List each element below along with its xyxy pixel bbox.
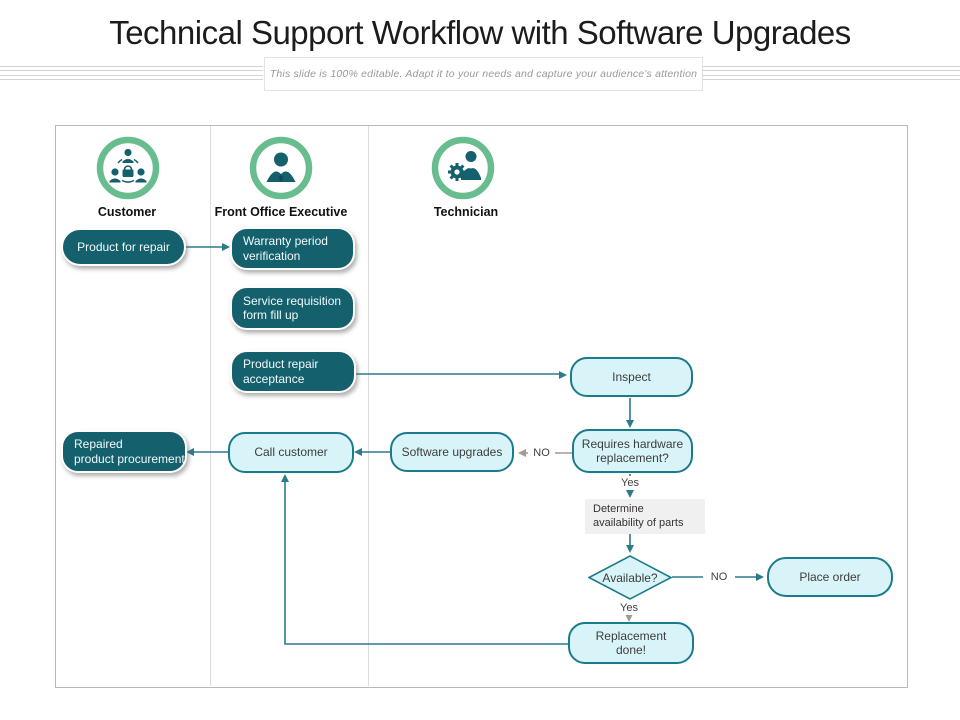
node-warranty-verification: Warranty period verification: [230, 227, 355, 270]
node-software-upgrades: Software upgrades: [390, 432, 514, 472]
technician-gear-icon: [431, 136, 495, 200]
subtitle-box: This slide is 100% editable. Adapt it to…: [264, 57, 703, 91]
edge-label-no-place-order: NO: [703, 570, 735, 584]
page-title: Technical Support Workflow with Software…: [109, 14, 851, 51]
node-service-requisition: Service requisition form fill up: [230, 286, 355, 330]
subtitle-text: This slide is 100% editable. Adapt it to…: [269, 68, 698, 80]
executive-person-icon: [249, 136, 313, 200]
node-call-customer: Call customer: [228, 432, 354, 473]
lane-label-front-office: Front Office Executive: [214, 205, 348, 219]
node-replacement-done: Replacement done!: [568, 622, 694, 664]
decision-diamond-shape: [588, 555, 672, 600]
edge-label-yes-determine: Yes: [614, 476, 646, 490]
lane-label-technician: Technician: [433, 205, 499, 219]
node-place-order: Place order: [767, 557, 893, 597]
node-available-decision: Available?: [588, 555, 672, 600]
edge-label-no-software: NO: [528, 446, 555, 460]
node-inspect: Inspect: [570, 357, 693, 397]
lane-divider-2: [368, 126, 369, 686]
decorative-lines-right: [702, 66, 960, 80]
customer-group-icon: [96, 136, 160, 200]
node-product-repair-acceptance: Product repair acceptance: [230, 350, 356, 393]
node-repaired-product-procurement: Repaired product procurement: [61, 430, 187, 473]
lane-divider-1: [210, 126, 211, 686]
node-product-for-repair: Product for repair: [61, 228, 186, 266]
node-determine-availability: Determine availability of parts: [585, 499, 705, 534]
edge-label-yes-replacement: Yes: [613, 601, 645, 615]
lane-label-customer: Customer: [97, 205, 157, 219]
decorative-lines-left: [0, 66, 263, 80]
node-requires-hardware: Requires hardware replacement?: [572, 429, 693, 473]
